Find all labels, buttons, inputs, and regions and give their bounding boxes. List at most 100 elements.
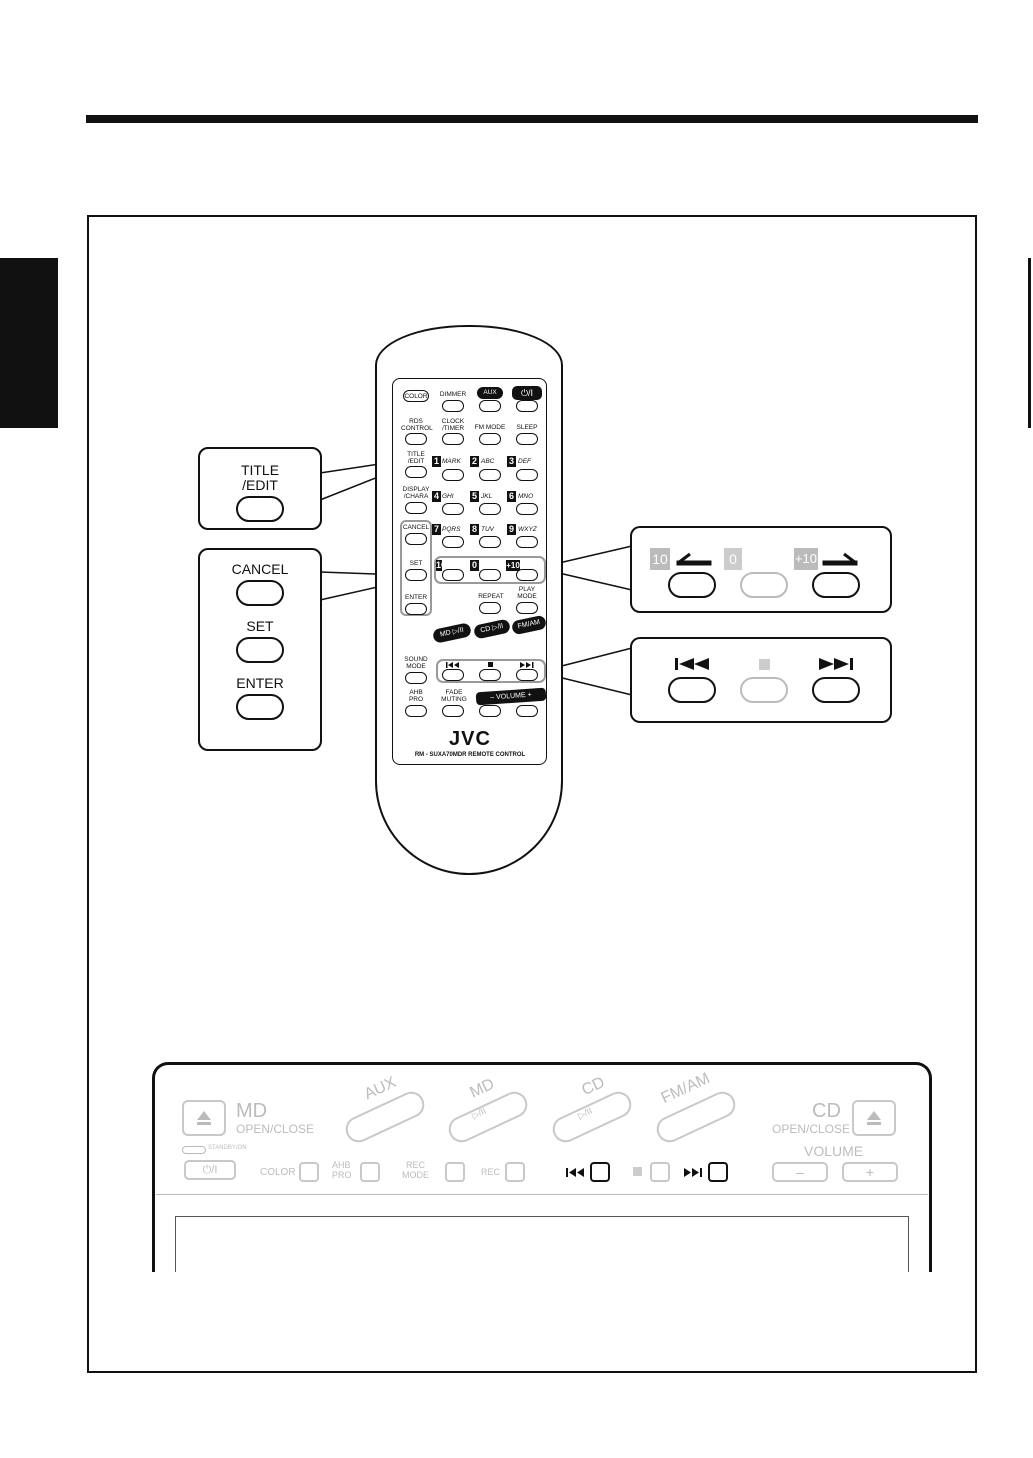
- remote-ahb-button[interactable]: [405, 705, 427, 717]
- remote-zero-button[interactable]: [479, 569, 501, 581]
- remote-key-8[interactable]: [479, 536, 501, 548]
- stop-button[interactable]: [740, 677, 788, 703]
- skip-back-button[interactable]: [668, 677, 716, 703]
- standby-label: STANDBY/ON: [208, 1145, 247, 1151]
- remote-soundmode-l1: SOUND: [404, 656, 428, 663]
- remote-fade-button[interactable]: [442, 705, 464, 717]
- remote-key-6[interactable]: [516, 503, 538, 515]
- key1-number: 1: [432, 456, 441, 467]
- remote-dimmer-button[interactable]: [442, 400, 464, 412]
- remote-keypad-panel: [392, 378, 547, 765]
- remote-volume-down-button[interactable]: [479, 705, 501, 717]
- remote-key-2[interactable]: [479, 469, 501, 481]
- panel-display-window: [175, 1216, 909, 1272]
- remote-stop-button[interactable]: [479, 669, 501, 681]
- callout-transport: [630, 637, 892, 723]
- remote-enter-label: ENTER: [404, 594, 428, 601]
- remote-repeat-label: REPEAT: [478, 593, 504, 600]
- remote-sleep-button[interactable]: [516, 433, 538, 445]
- remote-set-button[interactable]: [405, 569, 427, 581]
- right-edge-mark: [1028, 258, 1031, 428]
- remote-zero-chip: 0: [470, 560, 479, 571]
- figure-frame: [87, 215, 977, 1373]
- remote-soundmode-button[interactable]: [405, 672, 427, 684]
- md-open-close-label: OPEN/CLOSE: [236, 1122, 315, 1136]
- plus10-button[interactable]: [812, 572, 860, 598]
- cancel-label: CANCEL: [231, 561, 289, 577]
- key6-number: 6: [507, 491, 516, 502]
- remote-clock-l2: /TIMER: [441, 425, 465, 432]
- volume-up-button[interactable]: +: [842, 1162, 898, 1182]
- skip-forward-button[interactable]: [812, 677, 860, 703]
- remote-plus10-chip: +10: [506, 560, 520, 571]
- cancel-button[interactable]: [236, 580, 284, 606]
- panel-stop-icon: [633, 1167, 642, 1176]
- enter-button[interactable]: [236, 694, 284, 720]
- remote-display-button[interactable]: [405, 502, 427, 514]
- callout-title-edit: TITLE /EDIT: [198, 447, 322, 530]
- remote-key-5[interactable]: [479, 503, 501, 515]
- key6-letters: MNO: [518, 493, 534, 500]
- remote-fmmode-button[interactable]: [479, 433, 501, 445]
- remote-brand-logo: JVC: [449, 728, 491, 750]
- remote-display-l2: /CHARA: [403, 493, 429, 500]
- main-unit-panel: [152, 1062, 932, 1272]
- key8-number: 8: [470, 524, 479, 535]
- remote-plus10-button[interactable]: [516, 569, 538, 581]
- rec-mode-button[interactable]: [445, 1162, 465, 1182]
- remote-minus10-button[interactable]: [442, 569, 464, 581]
- remote-title-edit-button[interactable]: [405, 466, 427, 478]
- set-button[interactable]: [236, 637, 284, 663]
- rec-button[interactable]: [505, 1162, 525, 1182]
- remote-power-pill[interactable]: [516, 400, 538, 412]
- key7-letters: PQRS: [442, 526, 461, 533]
- remote-repeat-button[interactable]: [479, 602, 501, 614]
- remote-rds-button[interactable]: [405, 433, 427, 445]
- panel-skip-back-button[interactable]: [590, 1162, 610, 1182]
- plus10-chip: +10: [794, 548, 818, 570]
- color-button[interactable]: [299, 1162, 319, 1182]
- remote-ahb-l1: AHB: [409, 689, 423, 696]
- callout-number-row: 10 0 +10: [630, 526, 892, 613]
- remote-dimmer-label: DIMMER: [439, 391, 467, 398]
- title-edit-button[interactable]: [236, 496, 284, 522]
- ahb-l2: PRO: [332, 1170, 352, 1180]
- remote-clock-button[interactable]: [442, 433, 464, 445]
- md-eject-button[interactable]: [182, 1100, 226, 1136]
- volume-down-button[interactable]: –: [772, 1162, 828, 1182]
- key2-number: 2: [470, 456, 479, 467]
- zero-button[interactable]: [740, 572, 788, 598]
- callout-cancel-set-enter: CANCEL SET ENTER: [198, 548, 322, 751]
- remote-aux-pill[interactable]: [479, 400, 501, 412]
- remote-power-button[interactable]: ⏻/I: [512, 386, 542, 400]
- remote-key-4[interactable]: [442, 503, 464, 515]
- remote-skip-back-button[interactable]: [442, 669, 464, 681]
- remote-volume-up-button[interactable]: [516, 705, 538, 717]
- remote-cancel-button[interactable]: [405, 533, 427, 545]
- ahb-pro-button[interactable]: [360, 1162, 380, 1182]
- skip-forward-icon: [819, 658, 853, 670]
- remote-enter-button[interactable]: [405, 603, 427, 615]
- panel-stop-button[interactable]: [650, 1162, 670, 1182]
- remote-cancel-label: CANCEL: [402, 524, 430, 531]
- panel-skip-forward-button[interactable]: [708, 1162, 728, 1182]
- minus10-button[interactable]: [668, 572, 716, 598]
- remote-aux-button[interactable]: AUX: [477, 387, 503, 399]
- remote-sleep-label: SLEEP: [516, 424, 538, 431]
- power-button[interactable]: ⏻/I: [184, 1160, 236, 1180]
- remote-ahb-l2: PRO: [408, 696, 424, 703]
- remote-skip-forward-button[interactable]: [516, 669, 538, 681]
- remote-title-label: TITLE/EDIT: [401, 451, 431, 465]
- remote-fmmode-label: FM MODE: [474, 424, 506, 431]
- remote-key-7[interactable]: [442, 536, 464, 548]
- md-eject-icon: [197, 1111, 211, 1125]
- remote-key-9[interactable]: [516, 536, 538, 548]
- remote-key-3[interactable]: [516, 469, 538, 481]
- remote-playmode-button[interactable]: [516, 602, 538, 614]
- remote-transport-highlight: [436, 659, 546, 683]
- remote-color-button[interactable]: COLOR: [403, 390, 429, 402]
- remote-key-1[interactable]: [442, 469, 464, 481]
